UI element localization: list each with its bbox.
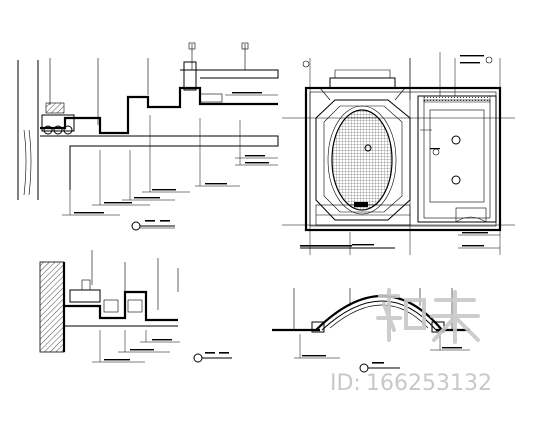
watermark-id-value: 166253132 xyxy=(366,371,492,396)
watermark-logo-icon xyxy=(376,288,480,344)
ceiling-plan-detail-top-right xyxy=(282,52,515,255)
watermark: ID: 166253132 知末 xyxy=(330,288,492,396)
watermark-id-label: ID: xyxy=(330,371,361,396)
ceiling-section-detail-bottom-left xyxy=(39,250,232,363)
ceiling-section-detail-top-left xyxy=(17,42,279,231)
